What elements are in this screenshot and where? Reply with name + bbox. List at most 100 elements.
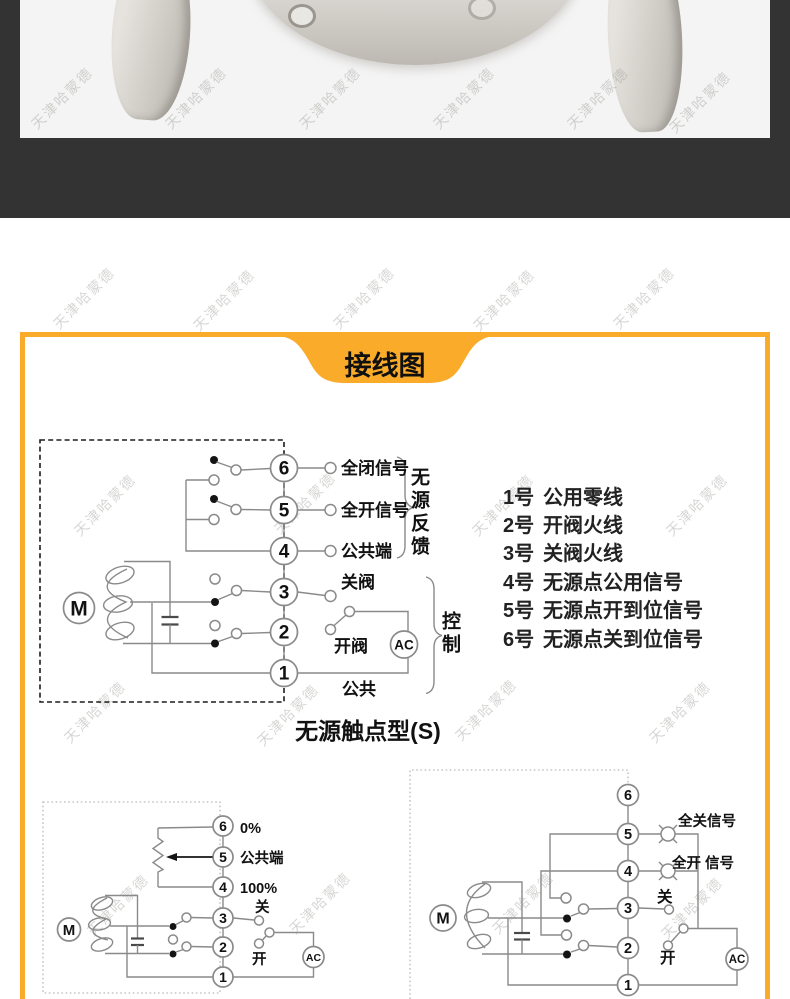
signal-terminal-dot: [324, 544, 337, 558]
terminal-number: 1: [624, 978, 632, 994]
wiper-arrow: [166, 853, 177, 861]
motor-label: M: [436, 911, 449, 928]
label-close: 关: [255, 898, 270, 916]
terminal-desc: 公用零线: [543, 486, 623, 509]
terminal-circle: [212, 907, 234, 929]
terminal-number: 4: [279, 542, 290, 563]
label-closed-signal: 全闭信号: [340, 458, 409, 478]
ac-label: AC: [394, 638, 414, 653]
terminal-circle: [212, 966, 234, 988]
lamp-switches: [560, 892, 618, 959]
watermark-text: 天津哈蒙德: [470, 266, 538, 334]
list-item: 1号公用零线: [503, 481, 703, 509]
lamp-motor-icon: M: [429, 904, 457, 932]
terminal-desc: 无源点公用信号: [543, 571, 683, 594]
box-top-border: [20, 332, 770, 337]
motor-label: M: [70, 598, 88, 621]
label-open-signal: 全开信号: [340, 500, 409, 520]
motor-icon: M: [62, 591, 96, 625]
terminal-circle: [616, 936, 640, 960]
label-common: 公共端: [240, 849, 284, 867]
terminal-number: 1: [279, 664, 290, 685]
pot-ac-wiring: AC: [233, 915, 325, 978]
terminal-number: 2: [219, 939, 227, 955]
terminal-circle: [212, 876, 234, 898]
watermark-text: 天津哈蒙德: [330, 264, 398, 332]
actuator-dashed-boundary: [39, 439, 285, 703]
terminal-desc: 无源点开到位信号: [543, 600, 703, 623]
terminal-number: 5: [219, 849, 227, 865]
terminal-no: 4号: [503, 571, 535, 594]
label-open-valve: 开阀: [334, 636, 368, 656]
pot-terminal-column: 6 5 4 3 2 1: [212, 815, 234, 988]
pot-motor-icon: M: [56, 917, 82, 942]
title-tab: [258, 335, 515, 383]
feedback-limit-switches: [185, 456, 271, 552]
terminal-number: 1: [219, 969, 227, 985]
label-common-end: 公共端: [341, 541, 392, 561]
terminal-number: 3: [624, 901, 632, 917]
pot-switches: [167, 912, 213, 958]
terminal-desc: 开阀火线: [543, 515, 623, 538]
hero-band: [0, 0, 790, 218]
control-limit-switches: [209, 573, 271, 648]
watermark-text: 天津哈蒙德: [610, 264, 678, 332]
label-common: 公共: [342, 680, 376, 699]
pot-motor-wiring: [105, 894, 213, 978]
motor-label: M: [63, 922, 76, 939]
motor-wiring: [123, 560, 271, 674]
diagram-caption: 无源触点型(S): [295, 718, 441, 744]
control-output-wiring: AC: [297, 589, 419, 674]
lamp-motor-wiring: [482, 833, 618, 986]
terminal-no: 5号: [503, 600, 535, 623]
motor-coils: [102, 565, 135, 641]
terminal-number: 3: [219, 910, 227, 926]
terminal-circle: [212, 846, 234, 868]
close-terminal-dot: [663, 904, 675, 915]
product-photo: [20, 0, 770, 138]
list-item: 2号开阀火线: [503, 509, 703, 537]
terminal-number: 6: [624, 788, 632, 804]
terminal-no: 3号: [503, 543, 535, 566]
potentiometer-icon: [151, 826, 213, 888]
signal-lamps: [638, 824, 699, 929]
terminal-circle: [616, 783, 640, 807]
bolt-hole: [288, 4, 316, 28]
label-close: 关: [657, 887, 673, 906]
ac-label: AC: [306, 952, 322, 964]
terminal-circle: [269, 617, 299, 647]
terminal-number: 5: [624, 827, 632, 843]
wiring-section-box: [20, 332, 770, 999]
main-terminal-column: 6 5 4 3 2 1: [269, 453, 337, 688]
pot-wiring-diagram: 6 5 4 3 2 1 M: [42, 801, 325, 994]
terminal-desc: 关阀火线: [543, 543, 623, 566]
list-item: 4号无源点公用信号: [503, 566, 703, 594]
terminal-number: 6: [219, 818, 227, 834]
terminal-circle: [212, 936, 234, 958]
terminal-desc: 无源点关到位信号: [543, 628, 703, 651]
bolt-hole: [468, 0, 496, 20]
title-tab-shape: [258, 335, 515, 383]
label-open: 开: [252, 951, 267, 968]
terminal-no: 1号: [503, 486, 535, 509]
signal-terminal-dot: [324, 461, 337, 475]
list-item: 3号关阀火线: [503, 538, 703, 566]
terminal-number: 5: [279, 501, 290, 522]
lamp-icon: [660, 826, 676, 842]
ac-source-icon: [302, 945, 325, 969]
control-brace: [425, 576, 443, 695]
label-full-close: 全关信号: [677, 812, 736, 830]
close-terminal-dot: [324, 589, 337, 603]
terminal-circle: [212, 815, 234, 837]
pot-dotted-boundary: [42, 801, 221, 994]
lamp-ac-wiring: AC: [638, 904, 749, 986]
terminal-number: 2: [624, 941, 632, 957]
terminal-number: 6: [279, 459, 290, 480]
control-group-label: 控制: [439, 611, 460, 657]
ac-source-icon: [389, 630, 419, 659]
list-item: 5号无源点开到位信号: [503, 595, 703, 623]
label-full-open: 全开 信号: [671, 854, 734, 872]
page-title: 接线图: [344, 351, 426, 381]
terminal-no: 6号: [503, 628, 535, 651]
